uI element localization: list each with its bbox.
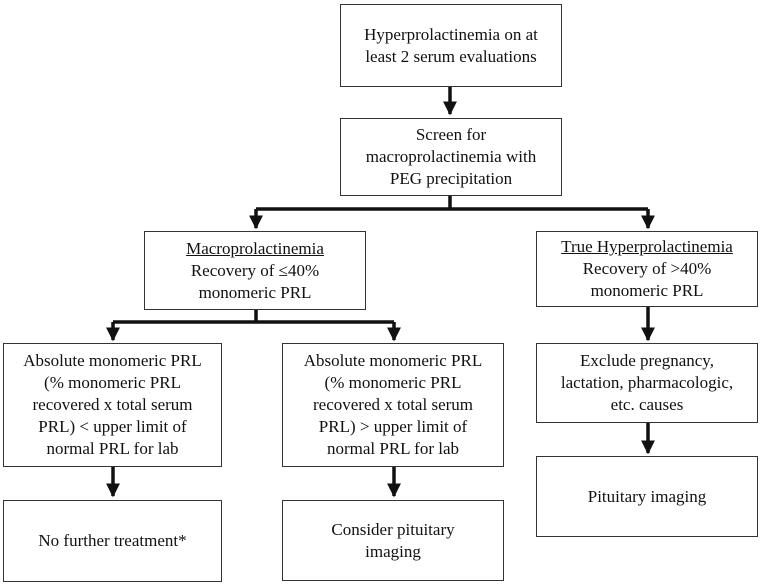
node-screen-line-1: Screen for xyxy=(415,125,487,144)
node-abs-low-line-3: recovered x total serum xyxy=(32,395,193,414)
node-exclude-line-3: etc. causes xyxy=(610,395,684,414)
node-exclude-line-1: Exclude pregnancy, xyxy=(580,351,714,370)
node-start: Hyperprolactinemia on at least 2 serum e… xyxy=(340,4,562,87)
node-no-treat: No further treatment* xyxy=(3,500,222,582)
node-consider-line-1: Consider pituitary xyxy=(331,519,455,539)
node-macro-line-1: Recovery of ≤40% xyxy=(190,260,320,280)
node-screen-line-2: macroprolactinemia with xyxy=(365,147,537,166)
node-true-hyper-line-2: monomeric PRL xyxy=(590,281,704,300)
node-consider: Consider pituitary imaging xyxy=(282,500,504,581)
node-abs-low-line-1: Absolute monomeric PRL xyxy=(23,351,202,370)
node-abs-high-line-5: normal PRL for lab xyxy=(326,439,460,458)
node-pit-img: Pituitary imaging xyxy=(536,456,758,537)
node-abs-high-line-3: recovered x total serum xyxy=(312,395,473,414)
node-screen: Screen for macroprolactinemia with PEG p… xyxy=(340,118,562,196)
node-screen-line-3: PEG precipitation xyxy=(389,169,513,188)
node-true-hyper-line-1: Recovery of >40% xyxy=(582,259,712,278)
node-abs-high-line-4: PRL) > upper limit of xyxy=(318,417,468,436)
node-macro-line-2: monomeric PRL xyxy=(198,282,312,302)
node-start-line-2: least 2 serum evaluations xyxy=(365,46,537,66)
node-abs-low-line-4: PRL) < upper limit of xyxy=(38,417,187,436)
node-exclude: Exclude pregnancy, lactation, pharmacolo… xyxy=(536,343,758,423)
node-true-hyper-title: True Hyperprolactinemia xyxy=(561,237,733,256)
node-start-line-1: Hyperprolactinemia on at xyxy=(364,24,538,44)
node-abs-high-line-1: Absolute monomeric PRL xyxy=(303,351,483,370)
node-abs-low-line-5: normal PRL for lab xyxy=(46,439,179,458)
node-macro-title: Macroprolactinemia xyxy=(186,238,324,258)
node-macro: Macroprolactinemia Recovery of ≤40% mono… xyxy=(144,231,366,310)
node-no-treat-line-1: No further treatment* xyxy=(38,531,187,550)
node-abs-low-line-2: (% monomeric PRL xyxy=(44,373,181,392)
node-abs-high: Absolute monomeric PRL (% monomeric PRL … xyxy=(282,343,504,467)
node-true-hyper: True Hyperprolactinemia Recovery of >40%… xyxy=(536,231,758,307)
node-abs-low: Absolute monomeric PRL (% monomeric PRL … xyxy=(3,343,222,467)
node-exclude-line-2: lactation, pharmacologic, xyxy=(560,373,734,392)
node-abs-high-line-2: (% monomeric PRL xyxy=(324,373,462,392)
node-consider-line-2: imaging xyxy=(365,541,421,561)
node-pit-img-line-1: Pituitary imaging xyxy=(587,486,707,506)
